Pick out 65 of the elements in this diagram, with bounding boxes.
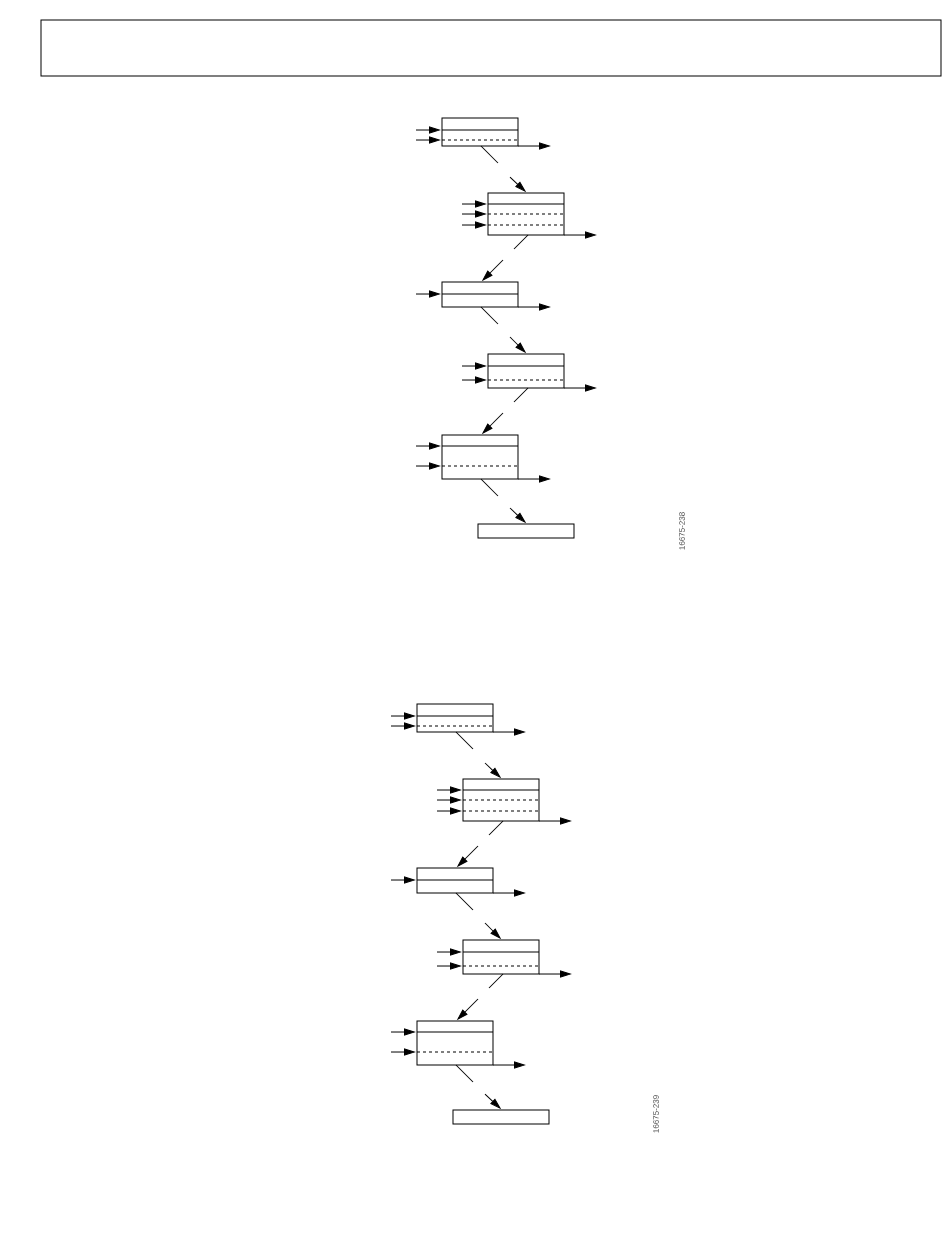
figure-number: 16675-238 [679,512,685,550]
output-box [452,1109,550,1125]
input-arrow [461,376,486,384]
input-arrow [436,948,461,956]
arrow [482,259,504,281]
input-arrow [415,136,440,144]
slanted-line [455,731,474,750]
arrow [484,762,501,778]
slanted-line [455,1064,474,1083]
input-arrow [415,462,440,470]
output-arrow [492,728,525,736]
slanted-line [488,820,504,836]
input-arrow [415,442,440,450]
output-arrow [538,970,571,978]
input-arrow [390,876,415,884]
arrow [482,412,504,434]
slanted-line [513,234,529,250]
output-arrow [517,475,550,483]
arrow [457,998,479,1020]
output-arrow [492,889,525,897]
slanted-line [480,478,499,497]
slanted-line [455,892,474,911]
input-arrow [390,712,415,720]
register-box [441,117,519,147]
output-arrow [563,231,596,239]
output-arrow [563,384,596,392]
output-box [477,523,575,539]
register-box [462,778,540,822]
register-box [462,939,540,975]
input-arrow [436,796,461,804]
output-arrow [492,1061,525,1069]
register-box [441,434,519,480]
register-box [441,281,519,308]
input-arrow [436,807,461,815]
slanted-line [488,973,504,989]
input-arrow [415,290,440,298]
input-arrow [461,221,486,229]
arrow [484,1093,501,1109]
input-arrow [390,1028,415,1036]
input-arrow [390,1048,415,1056]
figure-number: 16675-239 [653,1095,659,1133]
arrow [484,922,501,939]
slanted-line [480,145,499,164]
slanted-line [513,387,529,403]
output-arrow [517,303,550,311]
register-box [416,1020,494,1066]
input-arrow [436,962,461,970]
register-box [487,192,565,236]
output-arrow [538,817,571,825]
register-box [487,353,565,389]
arrow [457,845,479,867]
output-arrow [517,142,550,150]
input-arrow [461,210,486,218]
register-box [416,703,494,733]
input-arrow [390,722,415,730]
input-arrow [436,786,461,794]
arrow [509,507,526,523]
arrow [509,176,526,192]
header-box [40,19,942,77]
input-arrow [461,200,486,208]
register-box [416,867,494,894]
slanted-line [480,306,499,325]
input-arrow [461,362,486,370]
arrow [509,336,526,353]
input-arrow [415,126,440,134]
